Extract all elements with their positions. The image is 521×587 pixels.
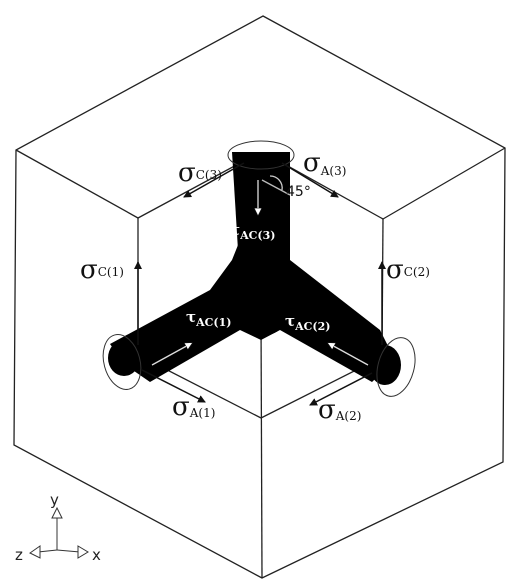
axis-triad <box>29 506 89 559</box>
grip-ellipses <box>102 140 416 397</box>
axis-label-z: z <box>15 546 23 564</box>
arrow-sigma-a3 <box>281 162 339 198</box>
label-sigma-c3: σC(3) <box>178 158 222 188</box>
arrow-sigma-c3 <box>183 162 245 198</box>
axis-label-x: x <box>92 546 101 564</box>
label-sigma-c2: σC(2) <box>386 255 430 285</box>
label-tau-ac1: τAC(1) <box>186 308 231 329</box>
arrow-tau-ac1 <box>151 343 192 366</box>
label-angle: 45° <box>286 184 311 200</box>
shear-arrows <box>151 175 369 366</box>
label-sigma-a2: σA(2) <box>318 395 361 425</box>
arrow-tau-ac2 <box>328 343 369 366</box>
arrow-sigma-a1 <box>141 369 206 403</box>
specimen-y-shape <box>108 152 401 385</box>
label-sigma-a3: σA(3) <box>303 148 346 178</box>
label-sigma-c1: σC(1) <box>80 255 124 285</box>
label-tau-ac2: τAC(2) <box>285 312 330 333</box>
label-tau-ac3: τAC(3) <box>230 221 275 242</box>
label-sigma-a1: σA(1) <box>172 392 215 422</box>
cube-outline <box>13 15 506 579</box>
axis-label-y: y <box>50 491 59 509</box>
stress-arrows <box>134 162 386 406</box>
arrow-sigma-a2 <box>309 372 373 406</box>
